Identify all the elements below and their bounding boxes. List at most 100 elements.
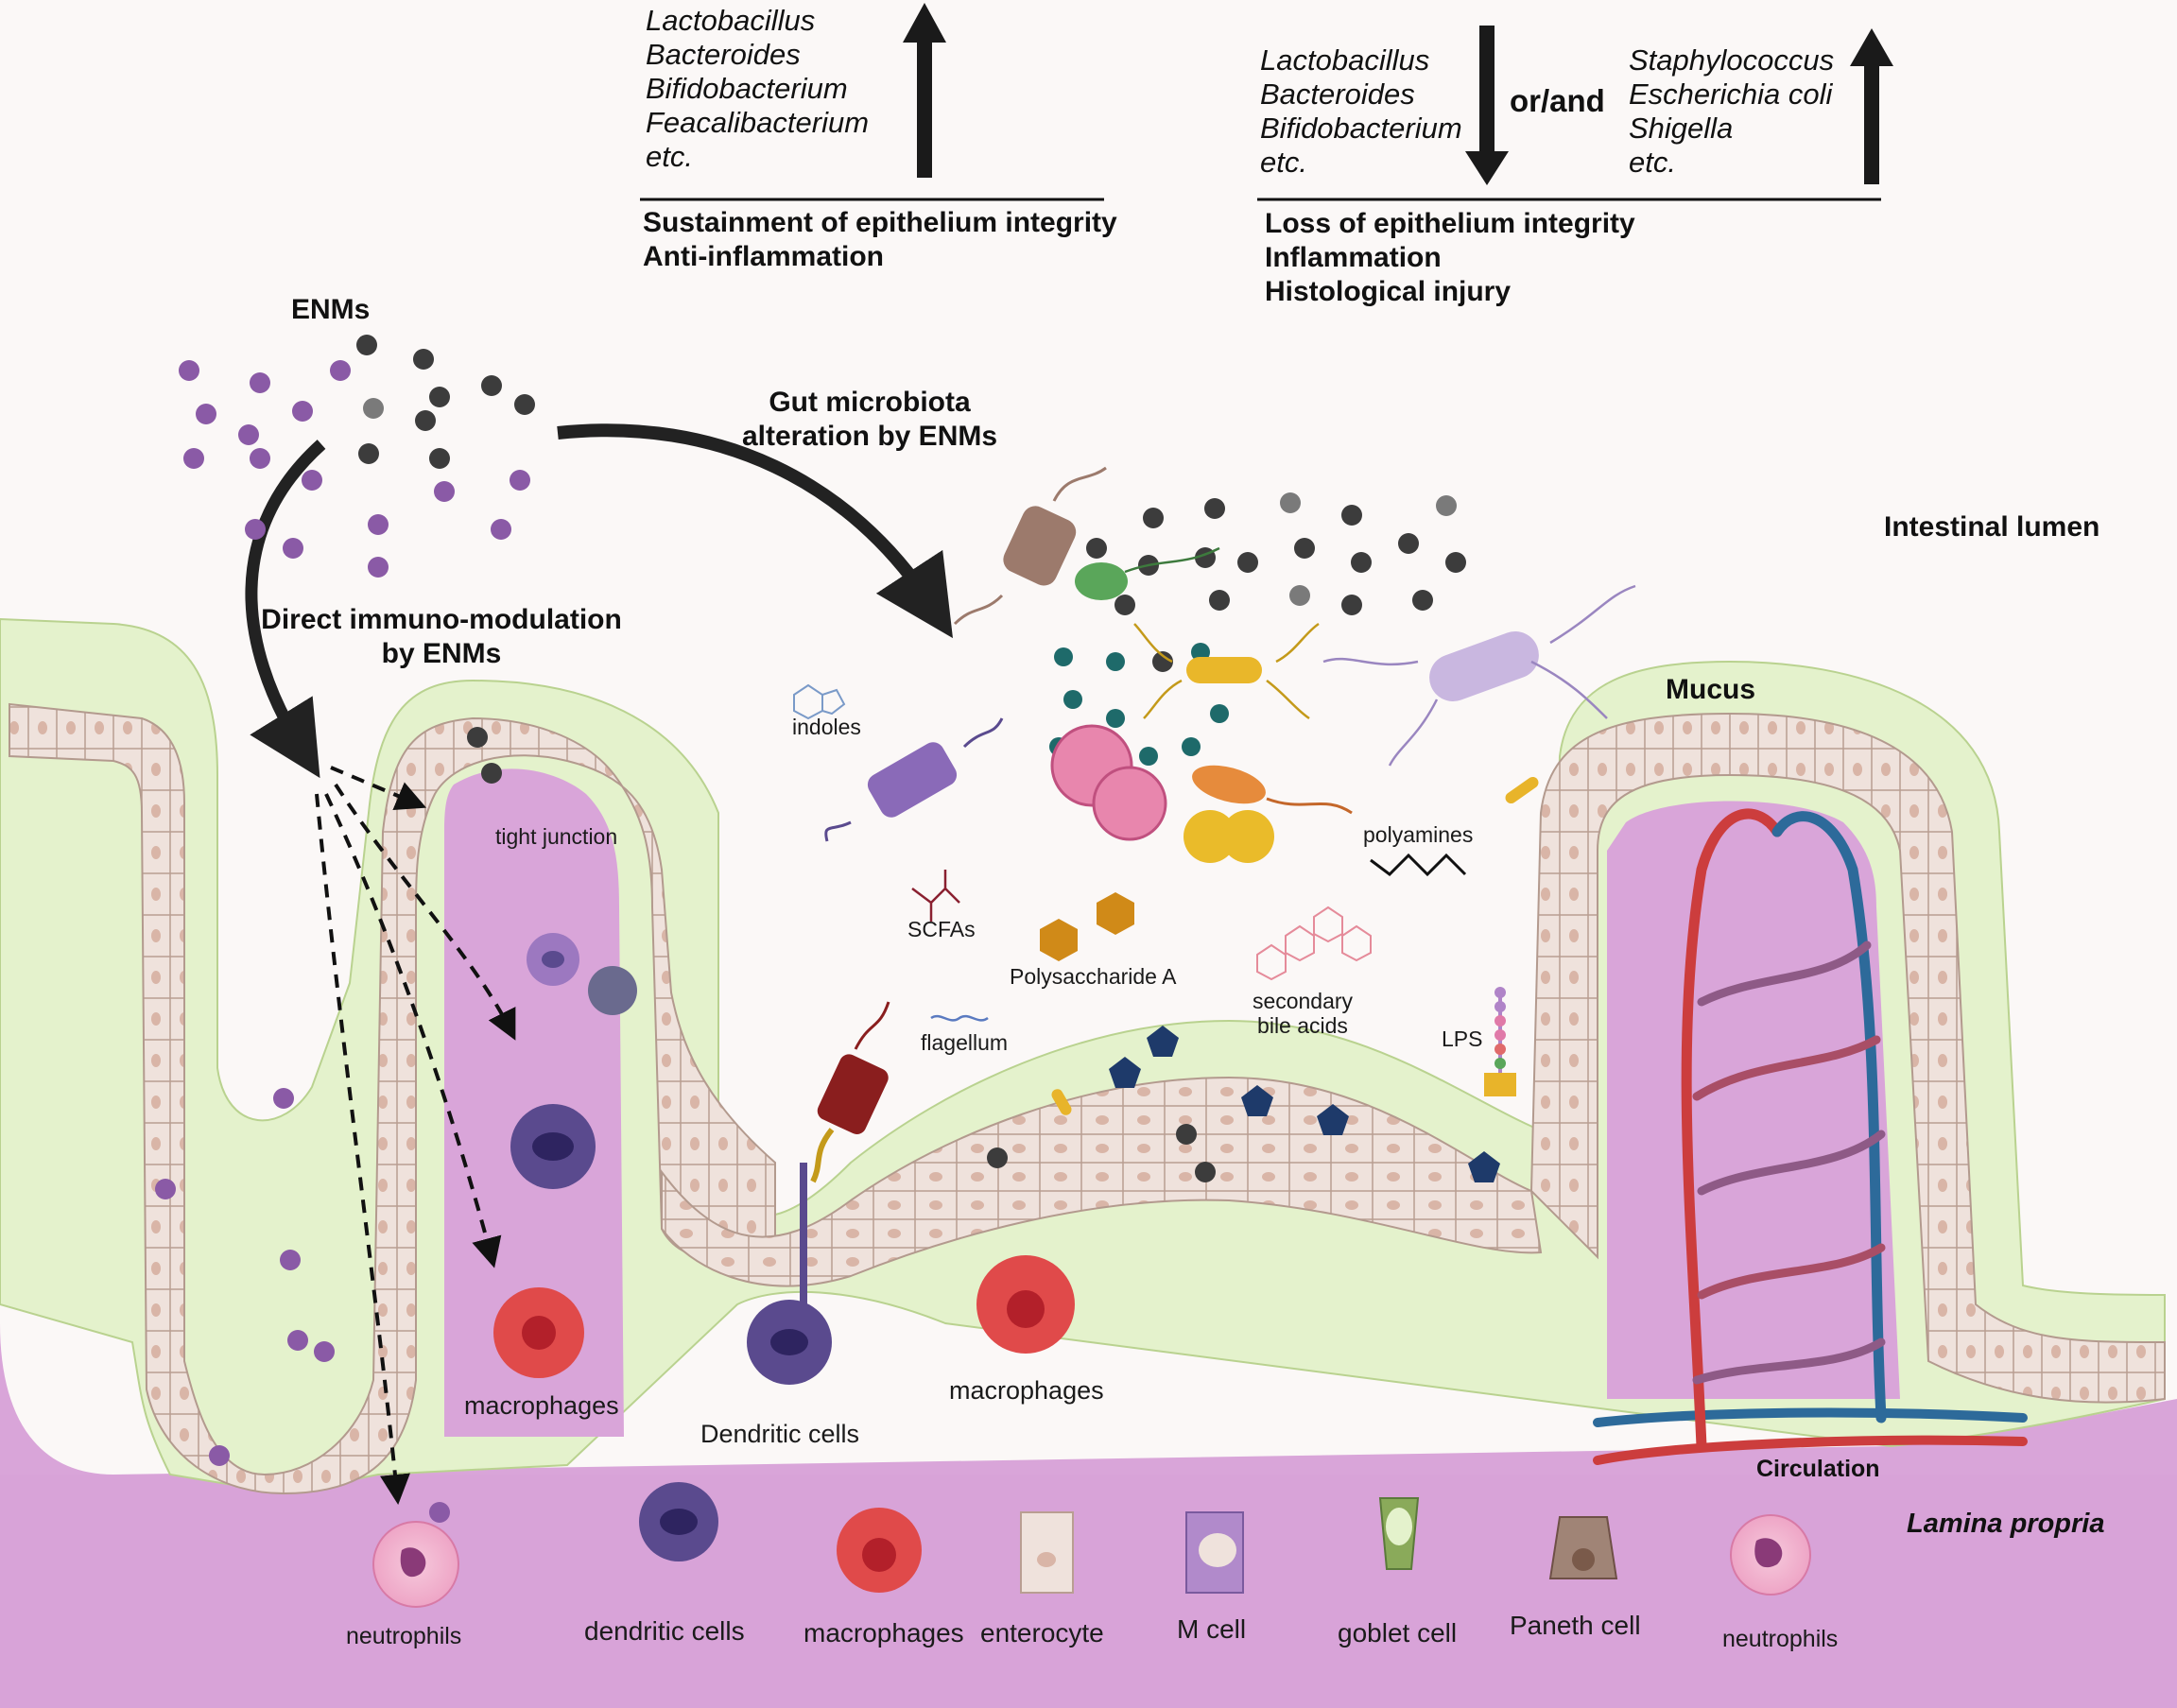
intestinal-lumen-label: Intestinal lumen: [1884, 511, 2100, 543]
bacterium-brown: [953, 466, 1107, 626]
neutrophils-label: neutrophils: [346, 1623, 462, 1649]
bacterium-pink-cocci: [1050, 724, 1167, 841]
scfas-icon: [911, 870, 960, 922]
dendritic-cell-lp: [747, 1163, 832, 1385]
enm-particle: [155, 1179, 176, 1199]
enm-particle: [363, 398, 384, 419]
direct-immuno-label: Direct immuno-modulation by ENMs: [257, 603, 626, 671]
mucus-label: Mucus: [1666, 674, 1756, 705]
lamina-propria-region: [0, 737, 2177, 1708]
enm-particle: [1054, 647, 1073, 666]
enm-particle: [1294, 538, 1315, 559]
top-right-bacteria-down: Lactobacillus Bacteroides Bifidobacteriu…: [1260, 43, 1462, 180]
enm-particle: [987, 1147, 1008, 1168]
or-and-connector: or/and: [1510, 83, 1605, 118]
enm-particle: [510, 470, 530, 491]
enm-particle: [429, 387, 450, 407]
enm-particle: [183, 448, 204, 469]
outcome-line: Loss of epithelium integrity: [1265, 208, 1635, 239]
enm-particle: [1063, 690, 1082, 709]
outcome-line: Sustainment of epithelium integrity: [643, 207, 1117, 238]
enm-particle: [280, 1250, 301, 1270]
enm-particle: [1209, 590, 1230, 611]
up-arrow-icon-right: [1850, 28, 1893, 184]
bacterium-purple: [824, 717, 1004, 842]
enm-particle: [429, 1502, 450, 1523]
down-arrow-icon: [1465, 26, 1509, 185]
legend-m-cell-label: M cell: [1177, 1614, 1247, 1644]
enm-particle: [1436, 495, 1457, 516]
enm-particle: [429, 448, 450, 469]
outcome-line: Anti-inflammation: [643, 241, 884, 272]
yellow-rod-2: [1051, 1089, 1072, 1115]
enm-particle: [314, 1341, 335, 1362]
flagellum-icon: [930, 1014, 989, 1022]
enm-particle: [1341, 595, 1362, 615]
legend-enterocyte-label: enterocyte: [980, 1618, 1104, 1648]
enm-particle: [1445, 552, 1466, 573]
macrophages-label-lp: macrophages: [949, 1376, 1104, 1405]
top-left-bacteria-list: Lactobacillus Bacteroides Bifidobacteriu…: [646, 4, 869, 174]
up-arrow-icon: [903, 3, 946, 178]
legend-goblet-icon: [1378, 1497, 1420, 1570]
top-left-outcomes: Sustainment of epithelium integrity Anti…: [643, 206, 1117, 274]
enm-particles: [155, 335, 1466, 1523]
secondary-bile-acids-label: secondary bile acids: [1246, 989, 1359, 1038]
bacterium-red-flagellated: [810, 1001, 890, 1183]
label-line: Gut microbiota: [769, 387, 971, 418]
enm-particle: [1289, 585, 1310, 606]
enms-label: ENMs: [291, 294, 371, 325]
legend-macrophage-label: macrophages: [803, 1618, 964, 1648]
enm-particle: [415, 410, 436, 431]
legend-dendritic-icon: [639, 1482, 718, 1561]
lamina-propria-bottom: [0, 1475, 2177, 1708]
epithelium-right-villus: [1529, 712, 2166, 1404]
outcome-line: Inflammation: [1265, 242, 1442, 273]
dashed-arrows: [315, 766, 516, 1505]
neutrophil-cell: [372, 1521, 459, 1608]
enm-particle: [1412, 590, 1433, 611]
bacterium-name: Shigella: [1629, 112, 1734, 145]
bacterium-name: Lactobacillus: [646, 4, 816, 37]
enm-particle: [1280, 492, 1301, 513]
enm-particle: [196, 404, 216, 424]
enm-particle: [245, 519, 266, 540]
macrophage-villus: [493, 1287, 584, 1378]
legend-paneth-icon: [1548, 1516, 1618, 1579]
enm-particle: [481, 763, 502, 784]
epithelium-middle: [661, 1076, 1543, 1287]
lps-icon: [1484, 987, 1516, 1096]
label-line: secondary: [1252, 989, 1354, 1013]
legend-goblet-label: goblet cell: [1338, 1618, 1458, 1648]
bacterium-name: Lactobacillus: [1260, 43, 1430, 77]
enm-particle: [250, 448, 270, 469]
enm-particle: [292, 401, 313, 422]
legend-dendritic-label: dendritic cells: [584, 1616, 745, 1646]
dendritic-cell-small: [527, 933, 579, 986]
enm-particle: [1398, 533, 1419, 554]
direct-immuno-arrow: [245, 440, 326, 779]
enm-particle: [356, 335, 377, 355]
label-line: alteration by ENMs: [741, 421, 998, 452]
bacterium-name: etc.: [1260, 146, 1307, 179]
enm-particle: [1106, 652, 1125, 671]
enm-particle: [179, 360, 199, 381]
indoles-label: indoles: [792, 715, 861, 739]
gut-alteration-label: Gut microbiota alteration by ENMs: [728, 386, 1011, 454]
enm-particle: [1176, 1124, 1197, 1145]
circulation-vessels: [1593, 808, 2028, 1465]
enm-particle: [481, 375, 502, 396]
polyamines-icon: [1370, 853, 1467, 877]
top-right-outcomes: Loss of epithelium integrity Inflammatio…: [1265, 207, 1635, 309]
bacterium-name: Staphylococcus: [1629, 43, 1835, 77]
enm-particle: [1114, 595, 1135, 615]
enm-particle: [1182, 737, 1201, 756]
legend-paneth-label: Paneth cell: [1510, 1611, 1641, 1640]
bacterium-name: etc.: [646, 140, 693, 173]
enm-particle: [413, 349, 434, 370]
enm-particle: [250, 372, 270, 393]
label-line: by ENMs: [381, 638, 502, 669]
enm-particle: [1341, 505, 1362, 526]
enm-particle: [368, 514, 389, 535]
enm-particle: [238, 424, 259, 445]
